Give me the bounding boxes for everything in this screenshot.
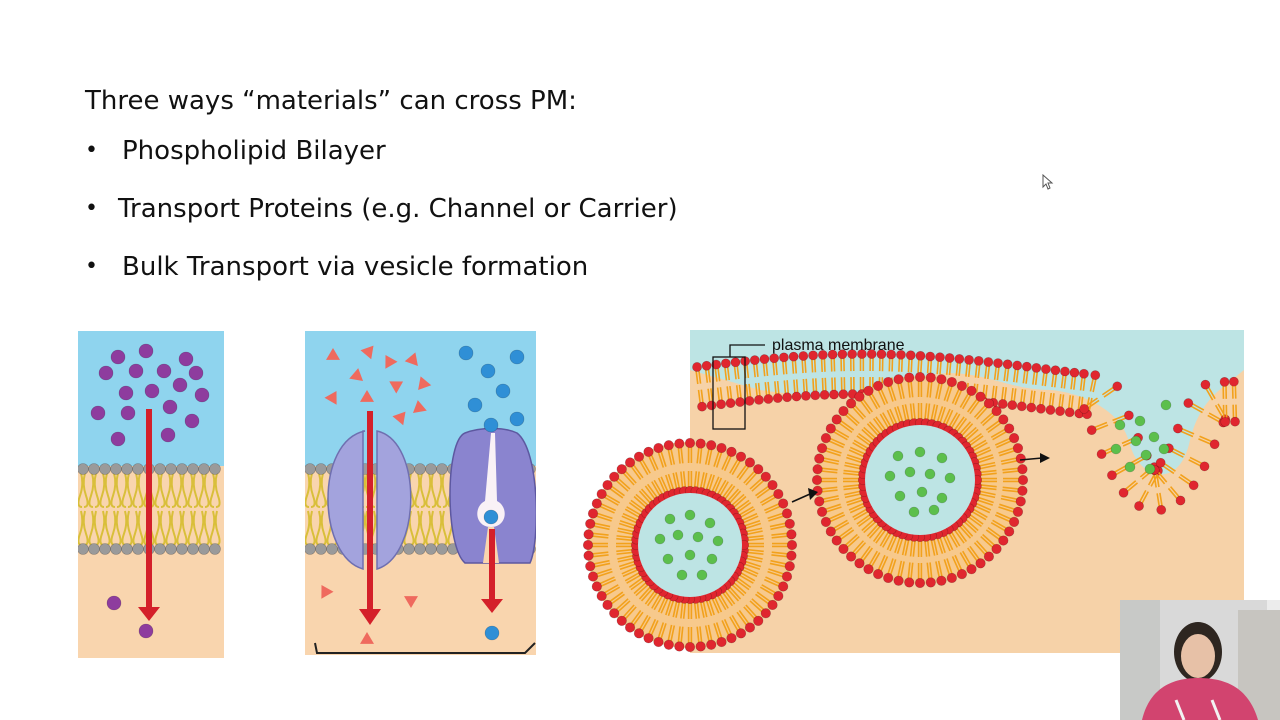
carrier-protein: [449, 427, 536, 564]
vesicles: [582, 371, 1029, 653]
bullet-dot: •: [85, 196, 98, 221]
channel-protein: [327, 430, 412, 571]
green-molecules: [654, 399, 1172, 581]
bullet-item: • Bulk Transport via vesicle formation: [85, 248, 678, 306]
bullet-item: • Phospholipid Bilayer: [85, 132, 678, 190]
bullet-dot: •: [85, 138, 98, 163]
diffusion-arrow: [138, 409, 160, 621]
stage-arrows: [791, 453, 1050, 503]
extracellular-region: [690, 330, 1244, 475]
bullet-text: Phospholipid Bilayer: [122, 136, 386, 166]
carrier-arrow: [481, 529, 503, 613]
transport-protein-figure: [305, 331, 536, 655]
bullet-dot: •: [85, 254, 98, 279]
webcam-overlay: [1120, 600, 1280, 720]
channel-arrow: [359, 411, 381, 625]
mouse-pointer-icon: [1042, 174, 1054, 190]
lipid-bilayer: [78, 463, 221, 555]
bullet-item: • Transport Proteins (e.g. Channel or Car…: [85, 190, 678, 248]
bilayer-diffusion-figure: [78, 331, 224, 658]
purple-molecules: [90, 343, 210, 639]
slide-title: Three ways “materials” can cross PM:: [85, 86, 577, 116]
membrane-label-callout: plasma membrane: [712, 337, 905, 430]
vesicle-formation-figure: plasma membrane: [582, 330, 1244, 653]
bullet-list: • Phospholipid Bilayer • Transport Protein…: [85, 132, 678, 306]
blue-molecules: [458, 345, 525, 641]
bullet-text: Bulk Transport via vesicle formation: [122, 252, 589, 282]
presenter-video: [1120, 600, 1280, 720]
bullet-text: Transport Proteins (e.g. Channel or Carr…: [118, 194, 678, 224]
bracket: [314, 642, 536, 654]
plasma-membrane-label: plasma membrane: [772, 337, 905, 354]
triangle-molecules: [321, 345, 432, 644]
